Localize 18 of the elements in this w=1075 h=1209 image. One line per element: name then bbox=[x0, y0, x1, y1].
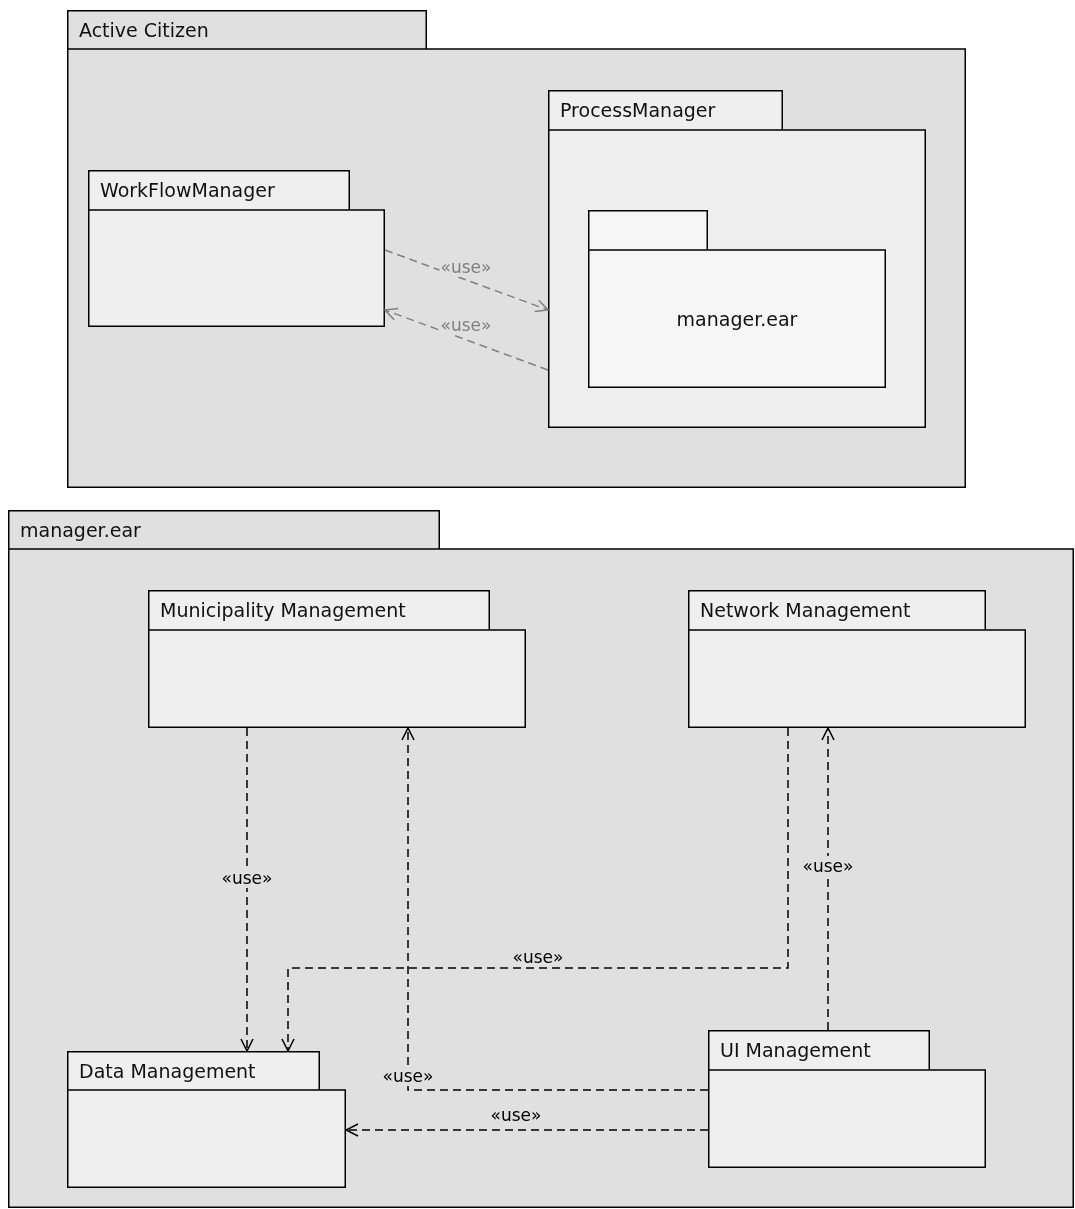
package-name: manager.ear bbox=[676, 308, 798, 330]
dependency-arrow bbox=[281, 727, 789, 1052]
edge-label: «use» bbox=[801, 856, 855, 876]
dependency-arrow bbox=[821, 727, 835, 1031]
dependency-arrow bbox=[384, 307, 549, 371]
edge-label: «use» bbox=[220, 868, 274, 888]
dependency-arrow bbox=[401, 727, 709, 1091]
package-name: manager.ear bbox=[20, 518, 141, 541]
dependency-arrow bbox=[384, 249, 549, 313]
package-name: UI Management bbox=[720, 1039, 871, 1061]
package-name: Data Management bbox=[79, 1059, 256, 1082]
package-name: ProcessManager bbox=[560, 99, 716, 121]
package-name: WorkFlowManager bbox=[100, 179, 275, 201]
dependency-arrow bbox=[240, 727, 254, 1052]
package-name: Municipality Management bbox=[160, 599, 406, 621]
package-name: Active Citizen bbox=[79, 18, 209, 41]
package-name: Network Management bbox=[700, 599, 911, 621]
dependency-arrow bbox=[345, 1123, 709, 1137]
